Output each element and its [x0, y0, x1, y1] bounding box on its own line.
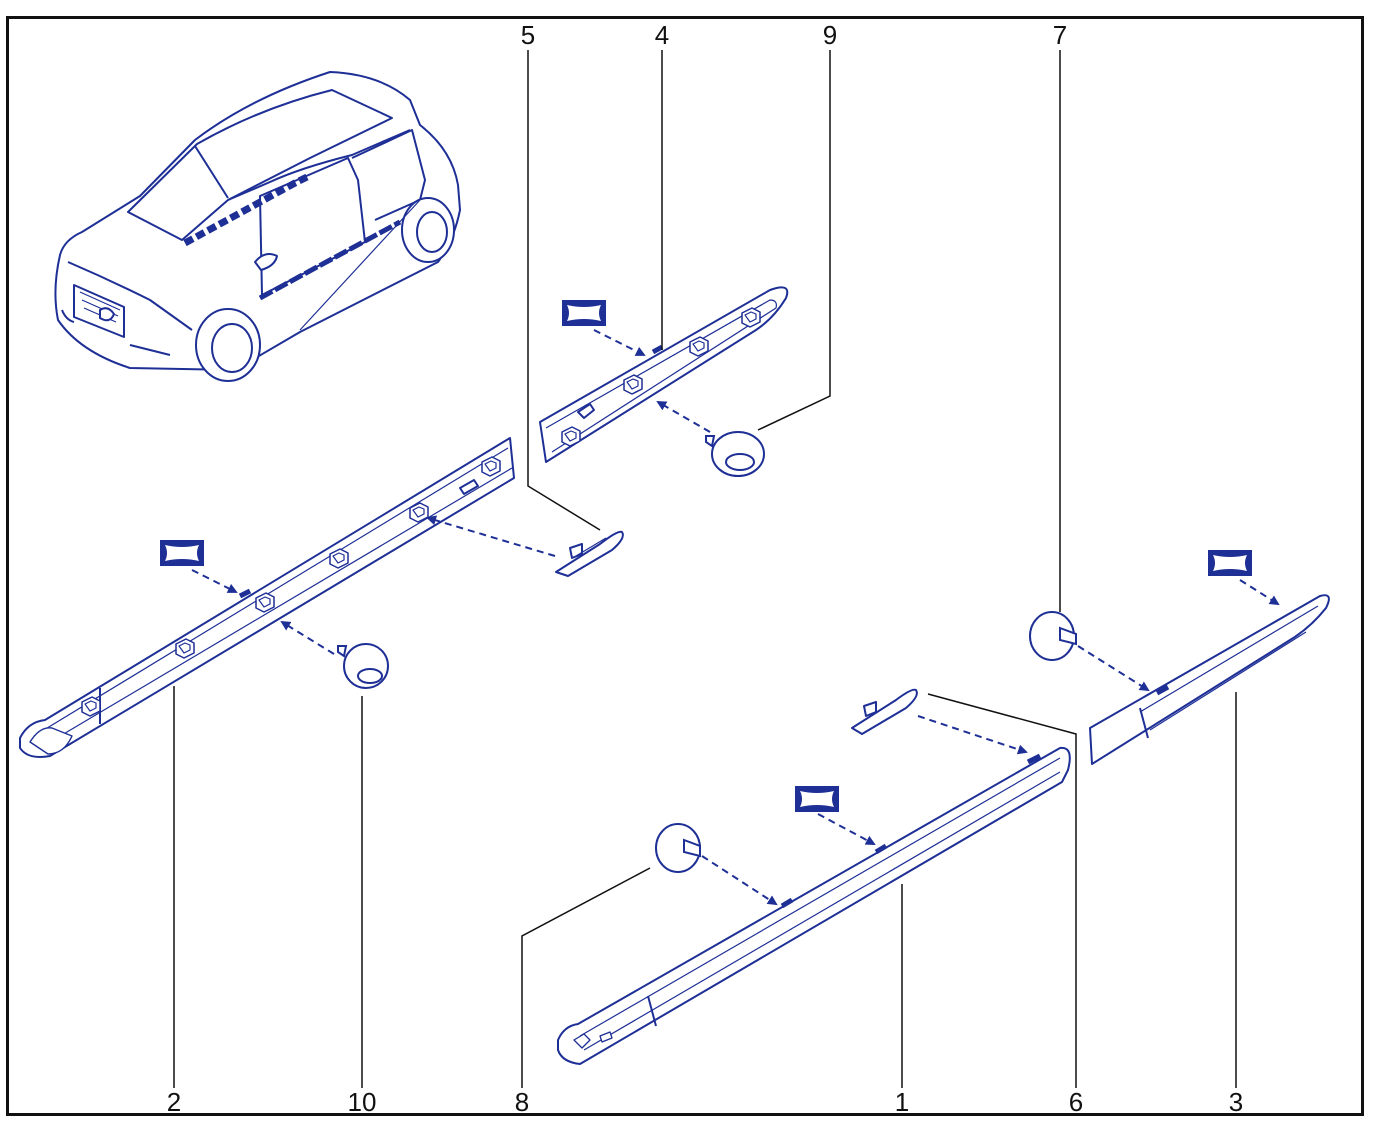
callout-5: 5: [521, 20, 535, 50]
part-4-moulding: [539, 286, 789, 463]
adhesive-tape-icon: [795, 786, 839, 812]
callout-7: 7: [1053, 20, 1067, 50]
adhesive-tape-icon: [1208, 550, 1252, 576]
callout-1: 1: [895, 1087, 909, 1117]
callout-4: 4: [655, 20, 669, 50]
car-perspective-icon: [54, 71, 461, 382]
callout-10: 10: [348, 1087, 377, 1117]
adhesive-tape-icon: [160, 540, 204, 566]
part-2-moulding: [19, 437, 515, 758]
adhesive-tape-icon: [562, 300, 606, 326]
callout-2: 2: [167, 1087, 181, 1117]
callout-8: 8: [515, 1087, 529, 1117]
callout-9: 9: [823, 20, 837, 50]
clip-6: [851, 688, 918, 735]
leader-lines: [173, 50, 1237, 1088]
callout-3: 3: [1229, 1087, 1243, 1117]
part-3-moulding: [1089, 594, 1330, 765]
clip-5: [555, 530, 624, 577]
rivet-fastener-7: [1029, 611, 1077, 661]
rivet-fastener-8: [655, 823, 701, 873]
rivet-fastener-9: [705, 431, 765, 477]
callout-6: 6: [1069, 1087, 1083, 1117]
rivet-fastener-10: [337, 643, 389, 689]
diagram-frame: [6, 16, 1364, 1116]
part-1-moulding: [557, 746, 1071, 1065]
